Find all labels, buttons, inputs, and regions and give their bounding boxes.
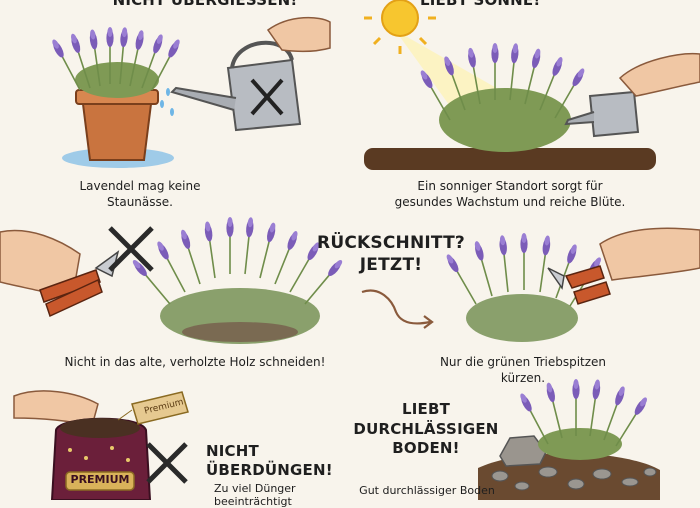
overwatering-illustration bbox=[49, 16, 331, 168]
fertilizer-illustration bbox=[13, 390, 189, 500]
heading-rueckschnitt: RÜCKSCHNITT? JETZT! bbox=[317, 233, 465, 276]
heading-nicht-ueberduengen: NICHT ÜBERDÜNGEN! bbox=[206, 442, 333, 479]
wrong-cut-illustration bbox=[0, 216, 346, 344]
water-drops bbox=[160, 88, 174, 116]
soil-illustration bbox=[478, 378, 660, 500]
sun-illustration bbox=[364, 0, 700, 170]
arrow-icon bbox=[361, 289, 431, 325]
heading-boden: LIEBT DURCHLÄSSIGEN BODEN! bbox=[353, 400, 499, 457]
watering-can-icon bbox=[170, 40, 302, 132]
cross-icon bbox=[146, 442, 188, 484]
flower-pot bbox=[80, 95, 154, 161]
caption-duenger: Zu viel Dünger beeinträchtigt bbox=[214, 482, 296, 508]
cross-icon bbox=[108, 226, 154, 272]
caption-triebspitzen: Nur die grünen Triebspitzen kürzen. bbox=[439, 355, 607, 386]
heading-sun: LIEBT SONNE! bbox=[420, 0, 541, 9]
pruning-shears-icon bbox=[39, 250, 120, 318]
caption-sonnig: Ein sonniger Standort sorgt für gesundes… bbox=[394, 179, 626, 210]
caption-altholz: Nicht in das alte, verholzte Holz schnei… bbox=[64, 355, 326, 369]
correct-cut-illustration bbox=[361, 227, 700, 342]
sack-label: PREMIUM bbox=[70, 473, 130, 486]
heading-overwatering: NICHT ÜBERGIESSEN! bbox=[112, 0, 298, 9]
caption-staunaesse: Lavendel mag keine Staunässe. bbox=[79, 179, 201, 210]
caption-boden: Gut durchlässiger Boden bbox=[359, 484, 495, 497]
pruning-shears-icon bbox=[547, 265, 611, 305]
watering-can-icon bbox=[564, 90, 640, 138]
sun-icon bbox=[364, 0, 436, 54]
soil-bed bbox=[364, 148, 656, 170]
